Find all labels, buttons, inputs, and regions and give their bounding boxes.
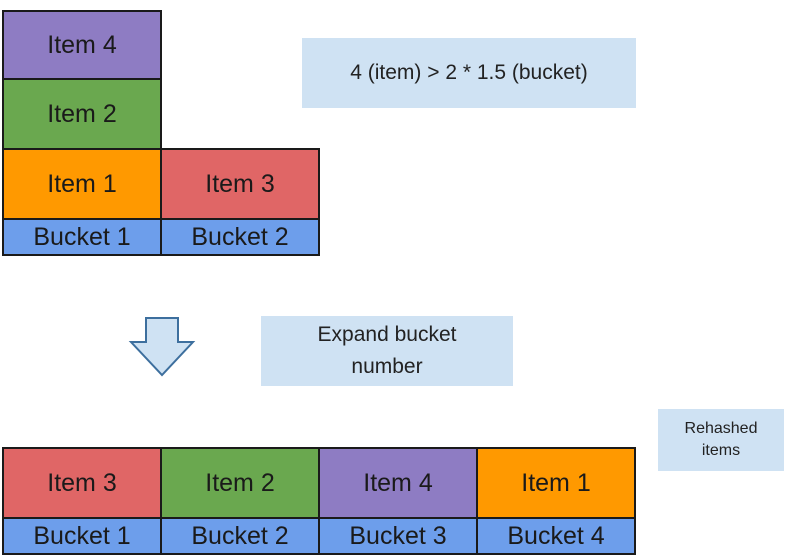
expand-note-line-2: number: [351, 355, 423, 378]
bottom-item-2-block: Item 2: [160, 447, 320, 519]
bottom-bucket-2-label: Bucket 2: [160, 517, 320, 555]
bucket-1-label: Bucket 1: [2, 218, 162, 256]
bottom-bucket-1-label: Bucket 1: [2, 517, 162, 555]
item-2-block: Item 2: [2, 78, 162, 150]
down-arrow-icon: [128, 317, 196, 377]
expand-bucket-note: Expand bucket number: [261, 316, 513, 386]
rehashed-items-note: Rehashed items: [658, 409, 784, 471]
expand-note-line-1: Expand bucket: [317, 323, 457, 346]
rehashed-note-line-2: items: [701, 442, 741, 459]
item-1-block: Item 1: [2, 148, 162, 220]
formula-note: 4 (item) > 2 * 1.5 (bucket): [302, 38, 636, 108]
bottom-item-4-block: Item 4: [318, 447, 478, 519]
rehashed-note-line-1: Rehashed: [684, 420, 758, 437]
item-4-block: Item 4: [2, 10, 162, 80]
bucket-2-label: Bucket 2: [160, 218, 320, 256]
item-3-block: Item 3: [160, 148, 320, 220]
bottom-item-3-block: Item 3: [2, 447, 162, 519]
bottom-bucket-3-label: Bucket 3: [318, 517, 478, 555]
formula-note-text: 4 (item) > 2 * 1.5 (bucket): [350, 61, 588, 84]
bottom-item-1-block: Item 1: [476, 447, 636, 519]
bottom-bucket-4-label: Bucket 4: [476, 517, 636, 555]
